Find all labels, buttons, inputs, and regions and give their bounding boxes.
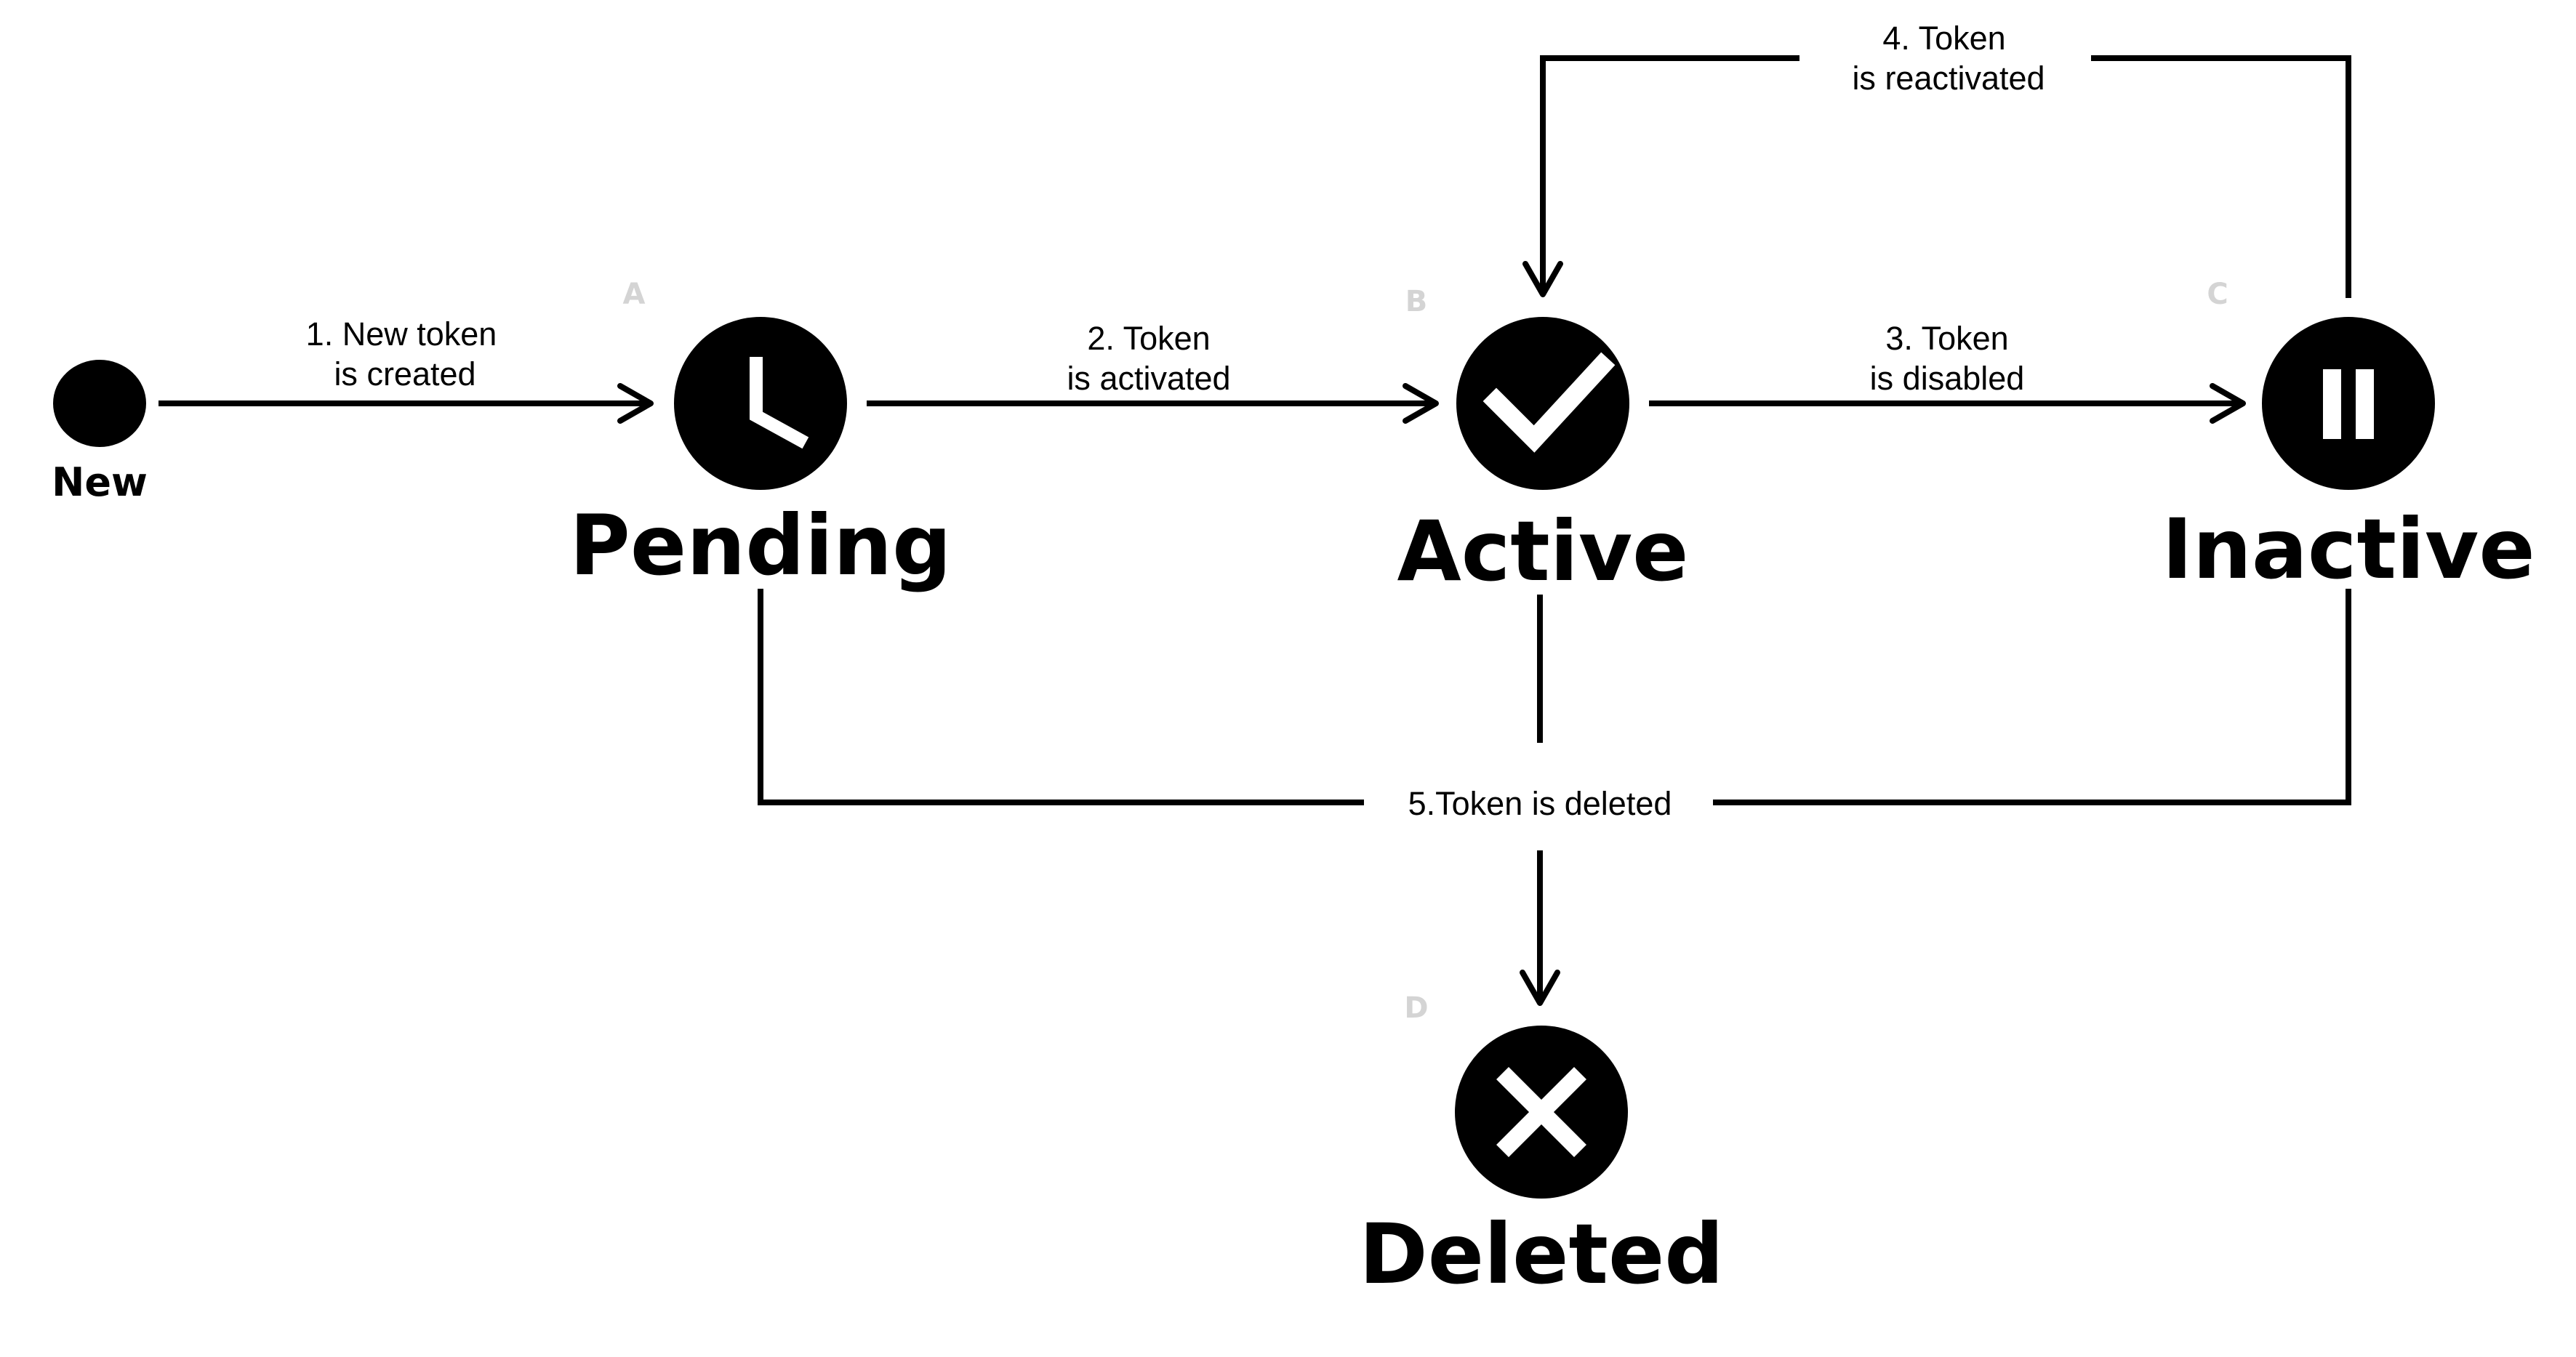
transition-5-label: 5.Token is deleted	[1408, 785, 1672, 822]
active-node	[1456, 317, 1629, 490]
arrowhead-active	[1403, 383, 1439, 424]
pause-icon	[2323, 369, 2374, 439]
edge-inactive-to-active	[2091, 55, 2351, 298]
marker-inactive: C	[2207, 278, 2228, 311]
marker-active: B	[1405, 285, 1428, 318]
transition-2-line1: 2. Token	[1087, 320, 1210, 357]
clock-icon	[750, 357, 809, 449]
transition-2-line2: is activated	[1067, 360, 1230, 397]
transition-4-line2: is reactivated	[1852, 60, 2045, 97]
marker-deleted: D	[1404, 991, 1428, 1025]
transition-3-line1: 3. Token	[1885, 320, 2008, 357]
marker-pending: A	[623, 278, 646, 311]
start-node	[53, 360, 146, 447]
pending-label: Pending	[569, 497, 951, 594]
transition-1-line2: is created	[334, 355, 476, 392]
arrowhead-deleted	[1520, 970, 1560, 1006]
transition-4-line1: 4. Token	[1882, 20, 2005, 57]
arrowhead-pending	[617, 383, 654, 424]
edge-pending-to-deleted	[758, 589, 1364, 805]
transition-3-line2: is disabled	[1870, 360, 2025, 397]
inactive-label: Inactive	[2162, 501, 2535, 597]
x-icon	[1496, 1067, 1586, 1157]
start-label: New	[52, 459, 148, 505]
edge-inactive-to-deleted	[1713, 589, 2351, 805]
edge-inactive-to-active-left	[1540, 55, 1799, 294]
checkmark-icon	[1482, 352, 1616, 453]
deleted-label: Deleted	[1359, 1206, 1724, 1302]
arrowhead-inactive	[2210, 383, 2246, 424]
active-label: Active	[1397, 503, 1688, 600]
inactive-node	[2262, 317, 2435, 490]
transition-1-line1: 1. New token	[306, 315, 497, 353]
arrowhead-reactivated	[1522, 261, 1563, 297]
